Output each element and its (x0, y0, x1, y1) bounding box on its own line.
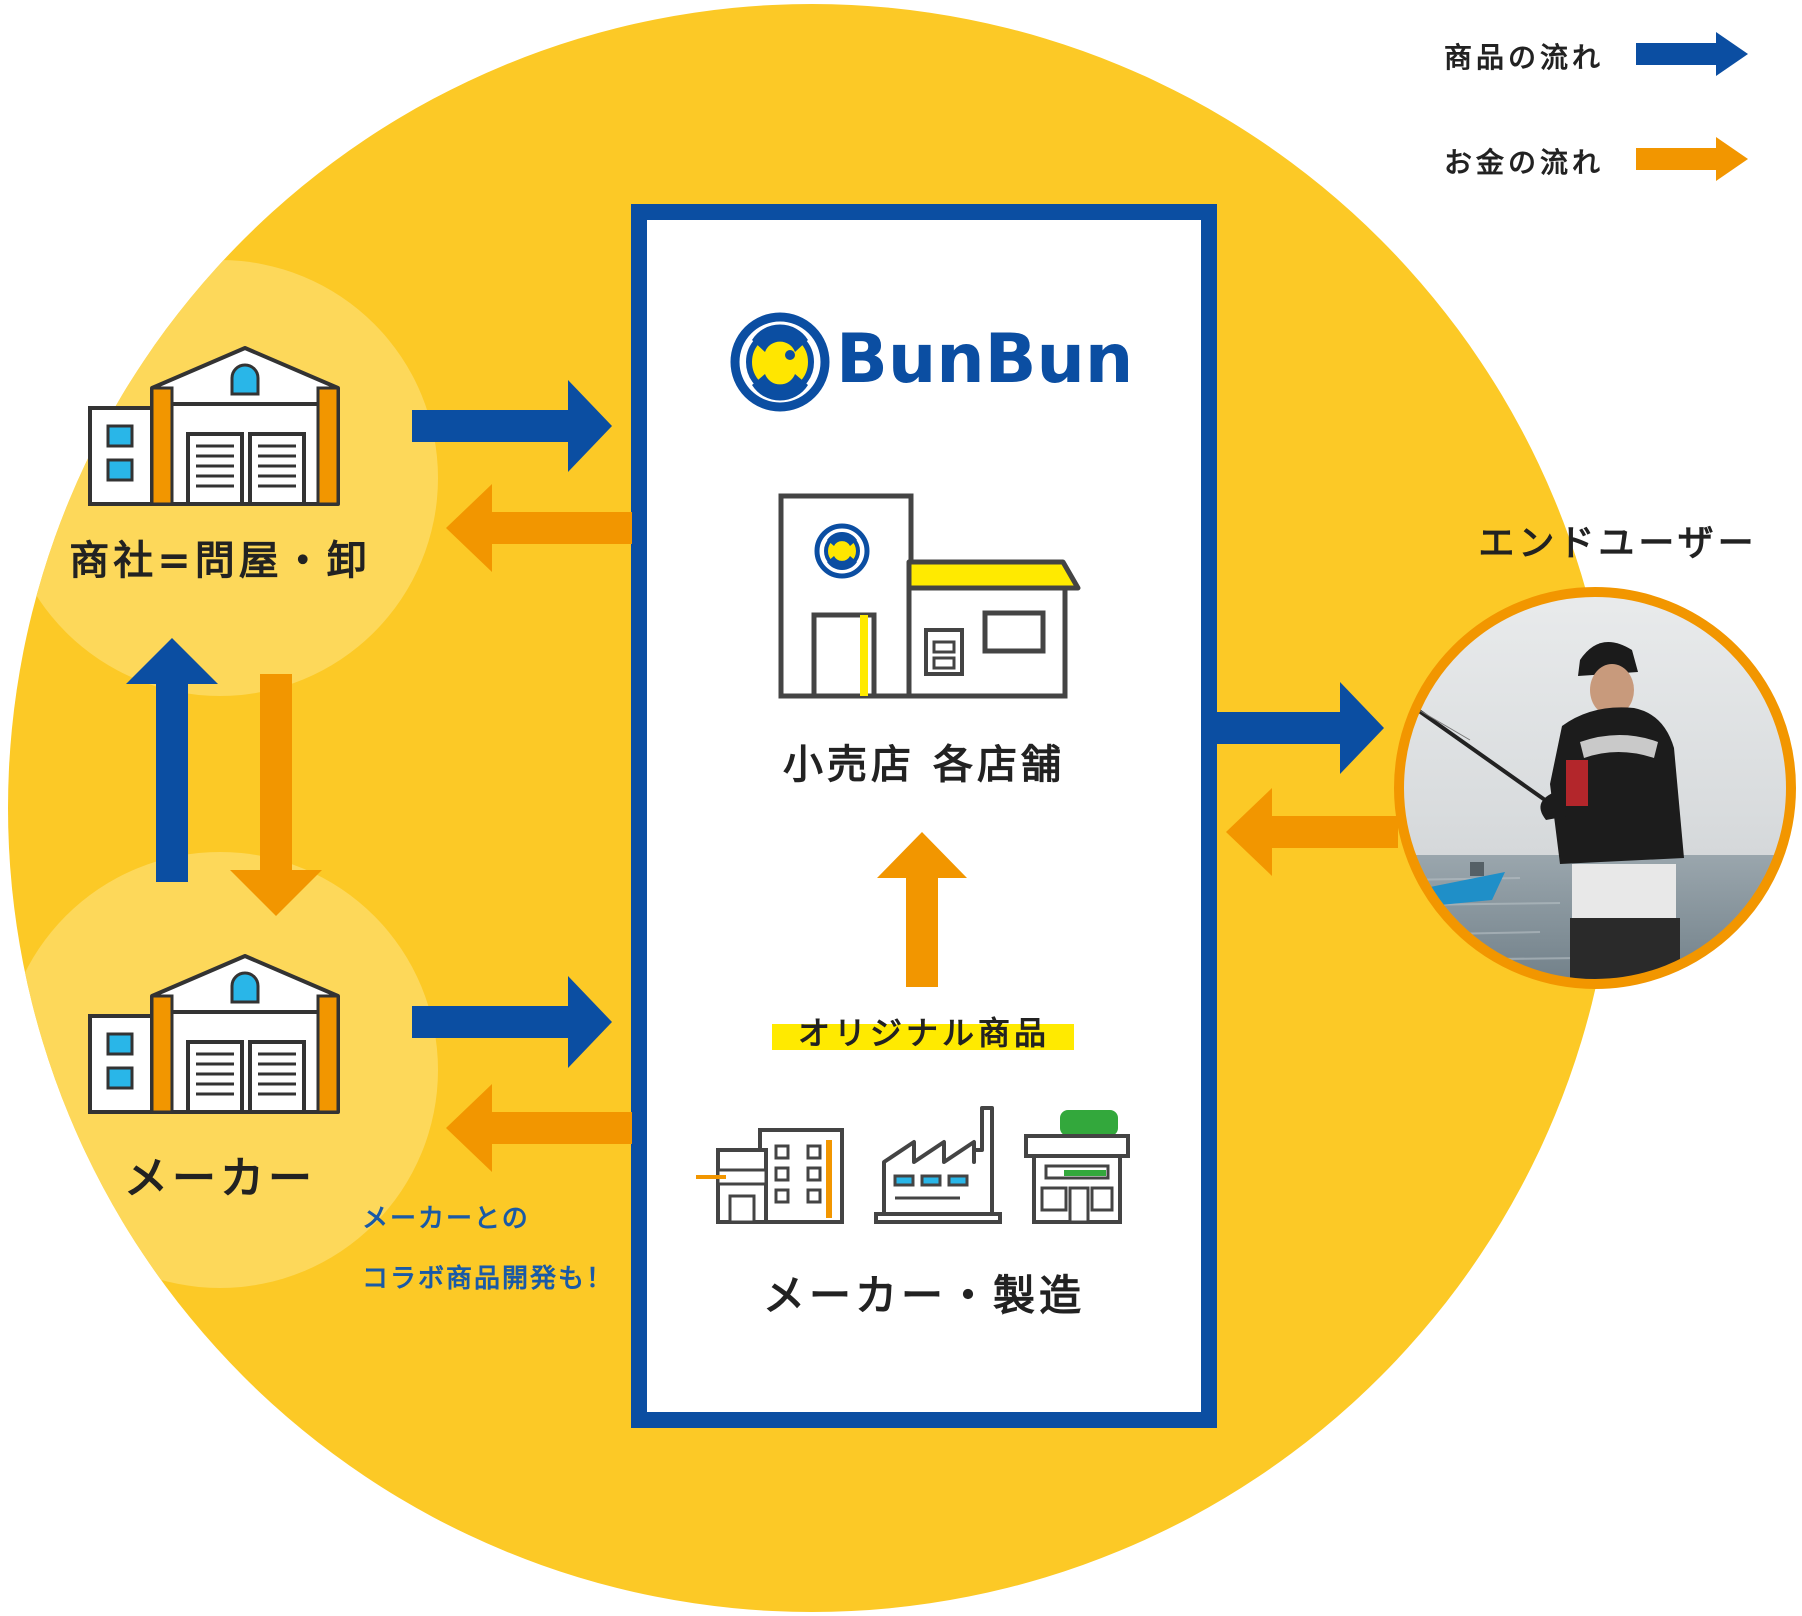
maker-manufacturing-label: メーカー・製造 (762, 1271, 1086, 1320)
factory-icon (874, 1106, 1002, 1224)
goods-arrow-trading-to-retail (412, 380, 612, 472)
end-user-photo (1394, 587, 1796, 989)
end-user-label: エンドユーザー (1478, 523, 1758, 564)
money-arrow-retail-to-maker (446, 1084, 632, 1172)
maker-label: メーカー (124, 1153, 316, 1204)
retail-label: 小売店 各店舗 (783, 742, 1065, 788)
original-goods-label: オリジナル商品 (797, 1014, 1051, 1052)
retail-store-icon (778, 493, 1081, 699)
collab-note-line1: メーカーとの (362, 1204, 530, 1234)
bunbun-logo-text: BunBun (836, 320, 1134, 399)
legend-money-arrow (1636, 137, 1748, 181)
trading-company-warehouse-icon (88, 346, 340, 506)
shop-factory-icon (1024, 1110, 1130, 1224)
goods-arrow-maker-to-trading (126, 638, 218, 882)
goods-arrow-retail-to-user (1216, 682, 1384, 774)
money-arrow-retail-to-trading (446, 484, 632, 572)
legend-goods-label: 商品の流れ (1444, 41, 1605, 74)
trading-company-label: 商社=問屋・卸 (69, 538, 371, 584)
collab-note-line2: コラボ商品開発も！ (362, 1264, 615, 1294)
goods-arrow-maker-to-retail (412, 976, 612, 1068)
bunbun-logo-icon (730, 312, 830, 412)
office-building-icon (696, 1128, 844, 1224)
money-arrow-user-to-retail (1226, 788, 1398, 876)
money-arrow-trading-to-maker (230, 674, 322, 916)
original-goods-highlight (772, 1024, 1074, 1050)
legend-money-label: お金の流れ (1444, 146, 1605, 179)
legend-goods-arrow (1636, 32, 1748, 76)
original-goods-money-arrow (877, 832, 967, 987)
